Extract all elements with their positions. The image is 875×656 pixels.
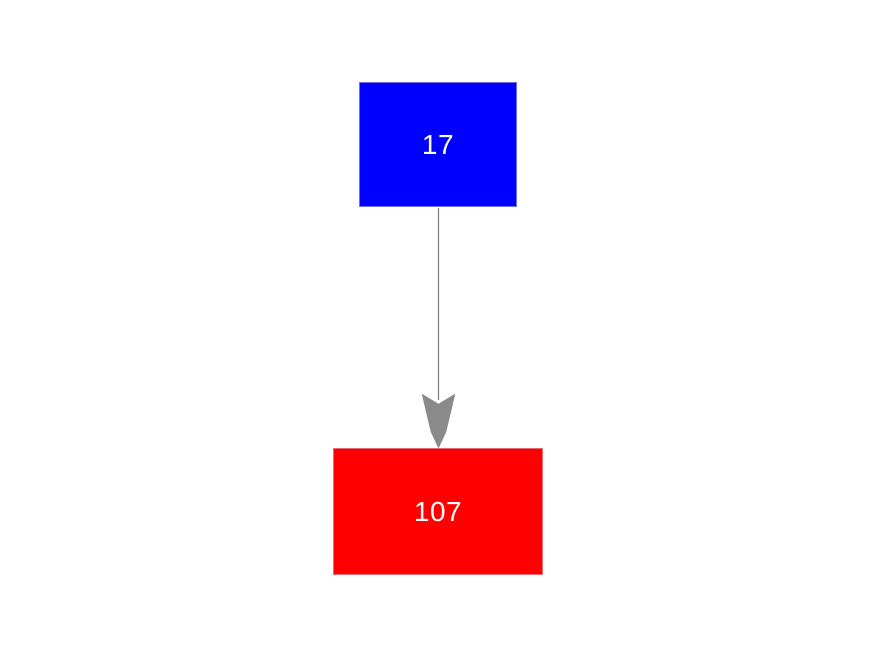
edge-17-to-107[interactable] [421,208,456,449]
graph-node-107[interactable]: 107 [333,448,543,575]
graph-node-107-label: 107 [413,495,463,527]
graph-node-17[interactable]: 17 [359,82,517,207]
edge-arrowhead-icon [421,393,456,449]
graph-node-17-label: 17 [421,128,455,160]
